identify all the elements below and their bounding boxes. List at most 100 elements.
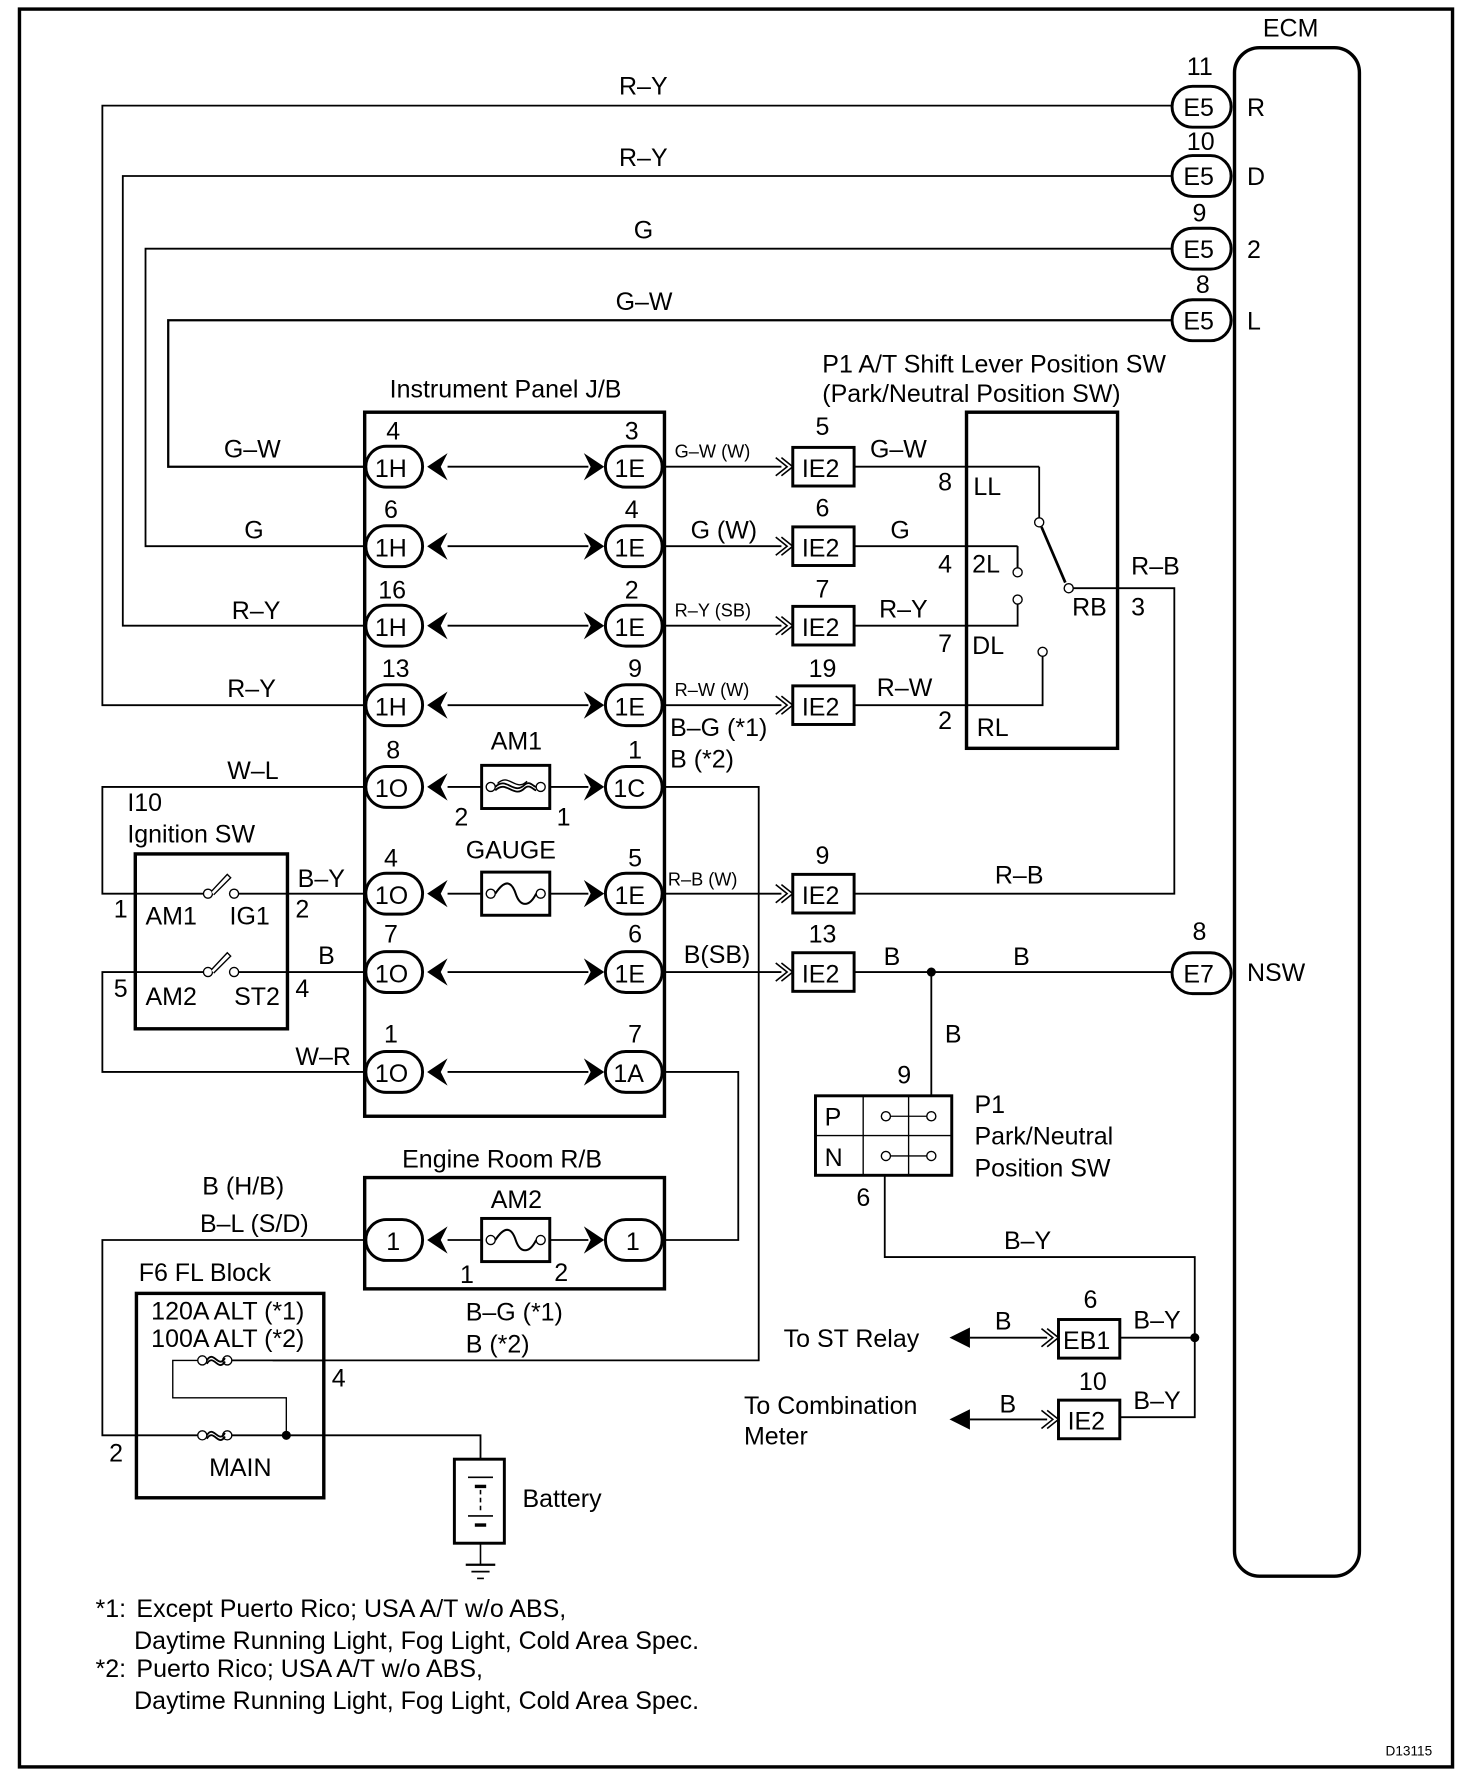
wire-pn-b-y-label: B–Y — [1004, 1227, 1052, 1255]
svg-text:E5: E5 — [1183, 163, 1214, 191]
svg-text:B: B — [884, 943, 901, 971]
wire-errb-left — [101, 1239, 366, 1437]
svg-text:1E: 1E — [614, 614, 645, 642]
svg-text:2: 2 — [1247, 236, 1261, 264]
svg-text:IE2: IE2 — [802, 614, 839, 642]
svg-text:4: 4 — [625, 496, 639, 524]
svg-text:B: B — [1013, 943, 1030, 971]
svg-text:6: 6 — [1083, 1286, 1097, 1314]
svg-text:10: 10 — [1079, 1368, 1107, 1396]
svg-text:R–Y (SB): R–Y (SB) — [675, 601, 751, 621]
svg-text:IE2: IE2 — [802, 534, 839, 562]
svg-text:G: G — [244, 516, 263, 544]
svg-text:1E: 1E — [614, 534, 645, 562]
svg-text:R–W (W): R–W (W) — [675, 680, 750, 700]
svg-text:IE2: IE2 — [802, 693, 839, 721]
svg-text:B–G (*1): B–G (*1) — [670, 714, 767, 742]
svg-text:13: 13 — [382, 655, 410, 683]
svg-text:9: 9 — [815, 842, 829, 870]
svg-text:1E: 1E — [614, 455, 645, 483]
svg-text:Daytime Running Light, Fog Lig: Daytime Running Light, Fog Light, Cold A… — [134, 1627, 699, 1655]
svg-text:13: 13 — [809, 921, 837, 949]
diagram-id: D13115 — [1386, 1744, 1433, 1759]
ie2-row-4: R–W (W) B–G (*1) B (*2) 19 IE2 R–W — [663, 655, 1044, 774]
svg-text:10: 10 — [1187, 128, 1215, 156]
svg-text:RB: RB — [1072, 593, 1107, 621]
svg-text:B(SB): B(SB) — [684, 941, 751, 969]
svg-text:To Combination: To Combination — [744, 1392, 918, 1420]
svg-text:4: 4 — [384, 844, 398, 872]
footnote-1: *1: Except Puerto Rico; USA A/T w/o ABS,… — [96, 1595, 700, 1655]
svg-text:E5: E5 — [1183, 236, 1214, 264]
svg-text:*1:: *1: — [96, 1595, 127, 1623]
svg-text:G–W: G–W — [616, 288, 673, 316]
wire-b-2: B (*2) — [466, 1330, 530, 1358]
svg-text:R–Y: R–Y — [232, 597, 281, 625]
ipjb-box — [362, 410, 667, 1118]
wire-g-ecm-2: G — [144, 216, 1173, 548]
svg-text:11: 11 — [1187, 53, 1213, 81]
svg-text:7: 7 — [815, 575, 829, 603]
pn-sw-pin-9: 9 — [897, 1061, 911, 1089]
svg-text:E7: E7 — [1183, 960, 1214, 988]
errb-row: 1 AM2 1 2 1 — [364, 1186, 664, 1289]
fl-block-box — [134, 1291, 326, 1500]
ie2-row-2: G (W) 6 IE2 G — [663, 495, 1019, 568]
ipjb-row-3: R–Y 16 1H 2 1E — [232, 576, 664, 648]
svg-text:N: N — [825, 1144, 843, 1172]
battery-icon — [468, 1476, 493, 1565]
ign-sw-id: I10 — [127, 789, 162, 817]
fuse-gauge-label: GAUGE — [466, 836, 556, 864]
svg-text:1O: 1O — [375, 775, 408, 803]
svg-text:R–W: R–W — [877, 674, 933, 702]
fl-main-fuse-icon — [197, 1430, 291, 1441]
svg-text:B: B — [995, 1308, 1012, 1336]
svg-text:Puerto Rico; USA A/T w/o ABS,: Puerto Rico; USA A/T w/o ABS, — [136, 1655, 483, 1683]
ecm-box — [1232, 45, 1362, 1578]
svg-text:G (W): G (W) — [691, 516, 758, 544]
ie2-row-1: G–W (W) 5 IE2 G–W — [663, 413, 1040, 488]
svg-text:E5: E5 — [1183, 94, 1214, 122]
svg-text:B: B — [999, 1391, 1016, 1419]
svg-text:B–Y: B–Y — [298, 865, 346, 893]
svg-text:1E: 1E — [614, 693, 645, 721]
svg-text:19: 19 — [809, 655, 837, 683]
svg-text:1H: 1H — [375, 534, 407, 562]
svg-text:1O: 1O — [375, 960, 408, 988]
svg-text:4: 4 — [938, 550, 952, 578]
svg-text:1E: 1E — [614, 882, 645, 910]
svg-text:G: G — [890, 516, 909, 544]
svg-text:2L: 2L — [972, 550, 1000, 578]
svg-text:NSW: NSW — [1247, 959, 1306, 987]
wire-pn-b-y — [883, 1175, 1196, 1419]
svg-text:7: 7 — [628, 1020, 642, 1048]
svg-text:1C: 1C — [613, 775, 645, 803]
svg-text:Meter: Meter — [744, 1422, 808, 1450]
svg-text:1A: 1A — [613, 1060, 644, 1088]
svg-text:DL: DL — [972, 632, 1004, 660]
svg-text:6: 6 — [628, 921, 642, 949]
svg-text:AM1: AM1 — [146, 902, 197, 930]
svg-text:AM2: AM2 — [491, 1186, 542, 1214]
svg-text:B–Y: B–Y — [1133, 1307, 1181, 1335]
svg-text:IE2: IE2 — [1068, 1408, 1105, 1436]
ipjb-row-7: B 7 1O 6 1E — [318, 921, 664, 994]
svg-text:AM2: AM2 — [146, 983, 197, 1011]
svg-text:W–R: W–R — [295, 1043, 351, 1071]
wire-r-y-ecm-r: R–Y — [101, 72, 1173, 707]
ipjb-row-4: R–Y 13 1H 9 1E — [227, 655, 664, 728]
svg-text:1O: 1O — [375, 882, 408, 910]
svg-text:R–Y: R–Y — [879, 596, 928, 624]
svg-text:2: 2 — [625, 576, 639, 604]
errb-title: Engine Room R/B — [402, 1145, 602, 1173]
svg-text:6: 6 — [384, 496, 398, 524]
wire-battery — [286, 1434, 482, 1460]
ipjb-row-8: W–R 1 1O 7 1A — [295, 1020, 664, 1094]
wire-r-y-ecm-d: R–Y — [121, 144, 1173, 627]
footnote-2: *2: Puerto Rico; USA A/T w/o ABS, Daytim… — [96, 1655, 700, 1715]
svg-text:EB1: EB1 — [1063, 1327, 1110, 1355]
svg-text:4: 4 — [295, 975, 309, 1003]
svg-text:B (*2): B (*2) — [670, 746, 734, 774]
wire-b-g-1: B–G (*1) — [466, 1299, 563, 1327]
